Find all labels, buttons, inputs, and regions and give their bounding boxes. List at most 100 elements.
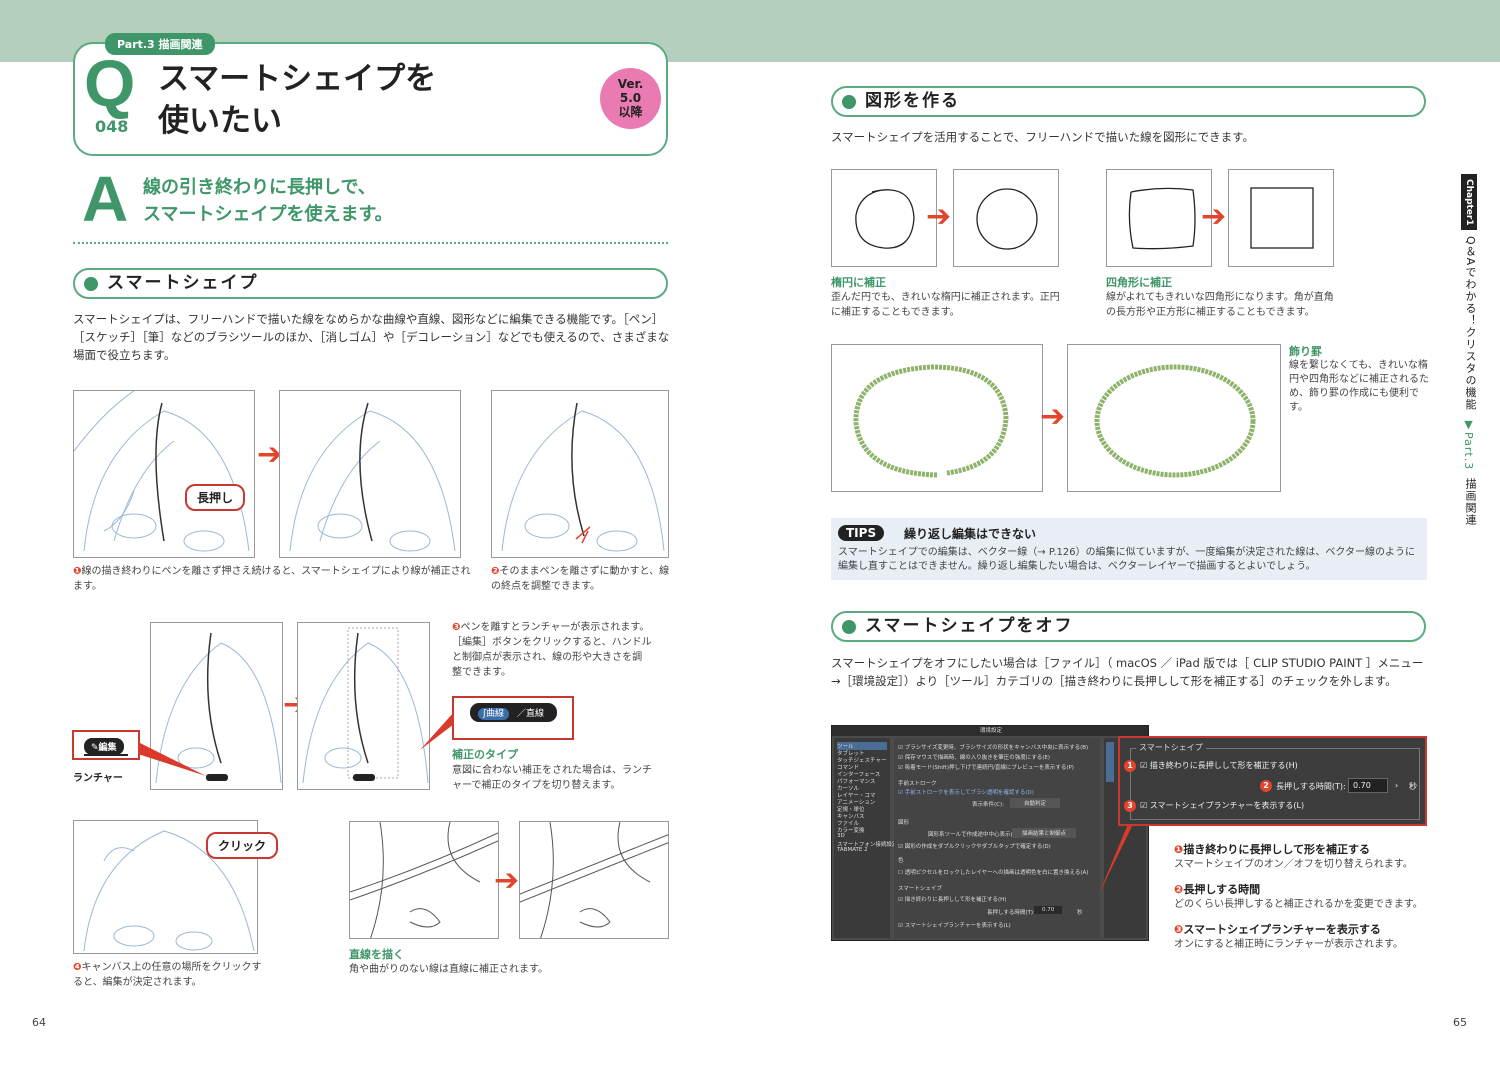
- seconds-label: 秒: [1077, 910, 1083, 916]
- category-item[interactable]: タブレット: [837, 751, 865, 757]
- type-switch-launcher: ʃ曲線 ／直線: [470, 703, 557, 722]
- arrow-right-icon: ➔: [1201, 199, 1227, 234]
- section-body-smartshape: スマートシェイプは、フリーハンドで描いた線をなめらかな曲線や直線、図形などに編集…: [73, 312, 670, 362]
- curve-type-button[interactable]: ʃ曲線: [478, 708, 510, 720]
- side-tab-text: Q＆Aでわかる！クリスタの機能: [1464, 236, 1477, 411]
- category-item[interactable]: カラー変換: [837, 828, 865, 834]
- duration-label: 長押しする時間(T):: [987, 910, 1035, 916]
- answer-line-1: 線の引き終わりに長押しで、: [143, 177, 376, 198]
- sketch-image-2: [279, 390, 461, 558]
- sketch-illustration: [350, 822, 498, 938]
- side-tab-part: ▼Part.3: [1462, 418, 1475, 471]
- marker-2: 2: [1260, 780, 1272, 792]
- setting-row[interactable]: ☑ 描き終わりに長押しして形を補正する(H): [898, 897, 1007, 903]
- category-list: [834, 738, 890, 938]
- ellipse-text: 歪んだ円でも、きれいな楕円に補正されます。正円に補正することもできます。: [831, 292, 1060, 318]
- option-description-2: ❷長押しする時間 どのくらい長押しすると補正されるかを変更できます。: [1174, 883, 1423, 910]
- part-tag: Part.3 描画関連: [105, 33, 215, 55]
- sketch-illustration: [302, 627, 429, 784]
- callout-pointer: [420, 712, 454, 750]
- answer-line-2: スマートシェイプを使えます。: [143, 204, 393, 225]
- category-item[interactable]: パフォーマンス: [837, 779, 876, 785]
- section-heading-smartshape-off: スマートシェイプをオフ: [831, 611, 1426, 642]
- section-body-make-shapes: スマートシェイプを活用することで、フリーハンドで描いた線を図形にできます。: [831, 130, 1254, 144]
- sketch-illustration: [83, 830, 255, 952]
- ellipse-after-image: [953, 169, 1059, 267]
- straight-label: 直線: [525, 709, 544, 719]
- arrow-right-icon: ➔: [494, 863, 520, 898]
- category-item[interactable]: 3D: [837, 833, 845, 839]
- border-before-image: [831, 344, 1043, 492]
- arrow-right-icon: ➔: [1040, 399, 1066, 434]
- click-callout: クリック: [206, 832, 279, 859]
- dialog-titlebar: 環境設定: [832, 726, 1148, 736]
- answer-text: 線の引き終わりに長押しで、 スマートシェイプを使えます。: [143, 174, 393, 228]
- smartshape-settings-zoom: スマートシェイプ 1 ☑ 描き終わりに長押しして形を補正する(H) 2 長押しす…: [1118, 736, 1427, 826]
- group-label: 手前ストローク: [898, 781, 937, 787]
- border-after-image: [1067, 344, 1281, 492]
- zoom-duration-input[interactable]: 0.70: [1348, 778, 1388, 793]
- category-item[interactable]: インターフェース: [837, 772, 881, 778]
- straight-type-button[interactable]: ／直線: [512, 708, 549, 720]
- category-item[interactable]: ファイル: [837, 821, 860, 827]
- chapter-tab: Chapter1: [1461, 174, 1477, 230]
- border-title: 飾り罫: [1289, 345, 1322, 358]
- sketch-image-4: [150, 622, 283, 790]
- display-condition-select[interactable]: 自動判定: [1010, 798, 1061, 808]
- setting-row[interactable]: ☑ スマートシェイプランチャーを表示する(L): [898, 923, 1011, 929]
- page-number-left: 64: [32, 1016, 46, 1029]
- callout-pointer: [138, 742, 206, 776]
- launcher-bar: [84, 754, 128, 756]
- version-number: 5.0: [619, 91, 642, 105]
- straight-line-text: 角や曲がりのない線は直線に補正されます。: [349, 964, 548, 975]
- scrollbar-thumb[interactable]: [1106, 742, 1114, 782]
- sketch-illustration: [1250, 187, 1314, 249]
- sketch-illustration: [520, 822, 668, 938]
- version-badge: Ver. 5.0 以降: [600, 68, 661, 129]
- category-item[interactable]: レイヤー・コマ: [837, 793, 876, 799]
- category-item[interactable]: スマートフォン接続設定: [837, 842, 898, 848]
- sketch-illustration: [289, 402, 456, 552]
- page-number-right: 65: [1453, 1016, 1467, 1029]
- section-body-smartshape-off: スマートシェイプをオフにしたい場合は［ファイル］（ macOS ／ iPad 版…: [831, 656, 1424, 688]
- ellipse-title: 楕円に補正: [831, 276, 886, 289]
- zoom-option-3[interactable]: ☑ スマートシェイプランチャーを表示する(L): [1140, 801, 1305, 810]
- edit-button[interactable]: ✎編集: [84, 738, 124, 755]
- answer-letter: A: [82, 163, 129, 235]
- duration-input[interactable]: 0.70: [1034, 906, 1063, 914]
- zoom-option-1[interactable]: ☑ 描き終わりに長押しして形を補正する(H): [1140, 761, 1298, 770]
- category-item[interactable]: ツール: [837, 742, 887, 750]
- setting-row[interactable]: ☑ 吸着モード(Shift)押し下げで連続円/直線にプレビューを表示する(P): [898, 765, 1074, 771]
- straight-line-title: 直線を描く: [349, 948, 404, 961]
- zoom-seconds-label: 秒: [1409, 782, 1417, 791]
- group-label: スマートシェイプ: [898, 886, 942, 892]
- category-item[interactable]: TABMATE 2: [837, 847, 868, 853]
- setting-row[interactable]: ☐ 透明ピクセルをロックしたレイヤーへの描画は透明色を白に置き換える(A): [898, 870, 1089, 876]
- dotted-divider: [73, 242, 668, 244]
- setting-row[interactable]: ☑ 保存マウスで描画時、線の入り抜きを筆圧の強度にする(E): [898, 755, 1051, 761]
- zoom-group-title: スマートシェイプ: [1136, 742, 1206, 753]
- setting-row[interactable]: ☑ ブラシサイズ変更時、ブラシサイズの形状をキャンバス中央に表示する(B): [898, 745, 1089, 751]
- category-item[interactable]: タッチジェスチャー: [837, 758, 887, 764]
- sketch-illustration: [855, 189, 915, 249]
- category-item[interactable]: 定規・単位: [837, 807, 865, 813]
- chevron-right-icon[interactable]: ›: [1395, 781, 1399, 790]
- pen-icon: ✎: [91, 743, 99, 753]
- category-item[interactable]: アニメーション: [837, 800, 876, 806]
- category-item[interactable]: カーソル: [837, 786, 860, 792]
- checkbox-checked-icon: ☑: [1140, 761, 1150, 770]
- category-item[interactable]: キャンバス: [837, 814, 865, 820]
- shape-center-label: 図形系ツールで作成途中中心表示(X):: [928, 832, 1021, 838]
- sketch-illustration: [976, 188, 1038, 250]
- shape-center-select[interactable]: 描画結果と制御点: [1012, 828, 1077, 838]
- zoom-group-frame: [1130, 748, 1420, 820]
- sketch-illustration: [1128, 187, 1196, 250]
- step-3-caption: ❸ペンを離すとランチャーが表示されます。［編集］ボタンをクリックすると、ハンドル…: [452, 622, 652, 678]
- sketch-illustration: [74, 391, 250, 552]
- setting-row[interactable]: ☑ 手前ストロークを表示してブラシ透明を確認する(D): [898, 790, 1034, 796]
- title-line-1: スマートシェイプを: [158, 61, 437, 97]
- setting-row[interactable]: ☑ 図形の作成をダブルクリックやダブルタップで確定する(D): [898, 844, 1051, 850]
- long-press-callout: 長押し: [185, 484, 246, 511]
- category-item[interactable]: コマンド: [837, 765, 860, 771]
- sketch-illustration: [501, 402, 665, 552]
